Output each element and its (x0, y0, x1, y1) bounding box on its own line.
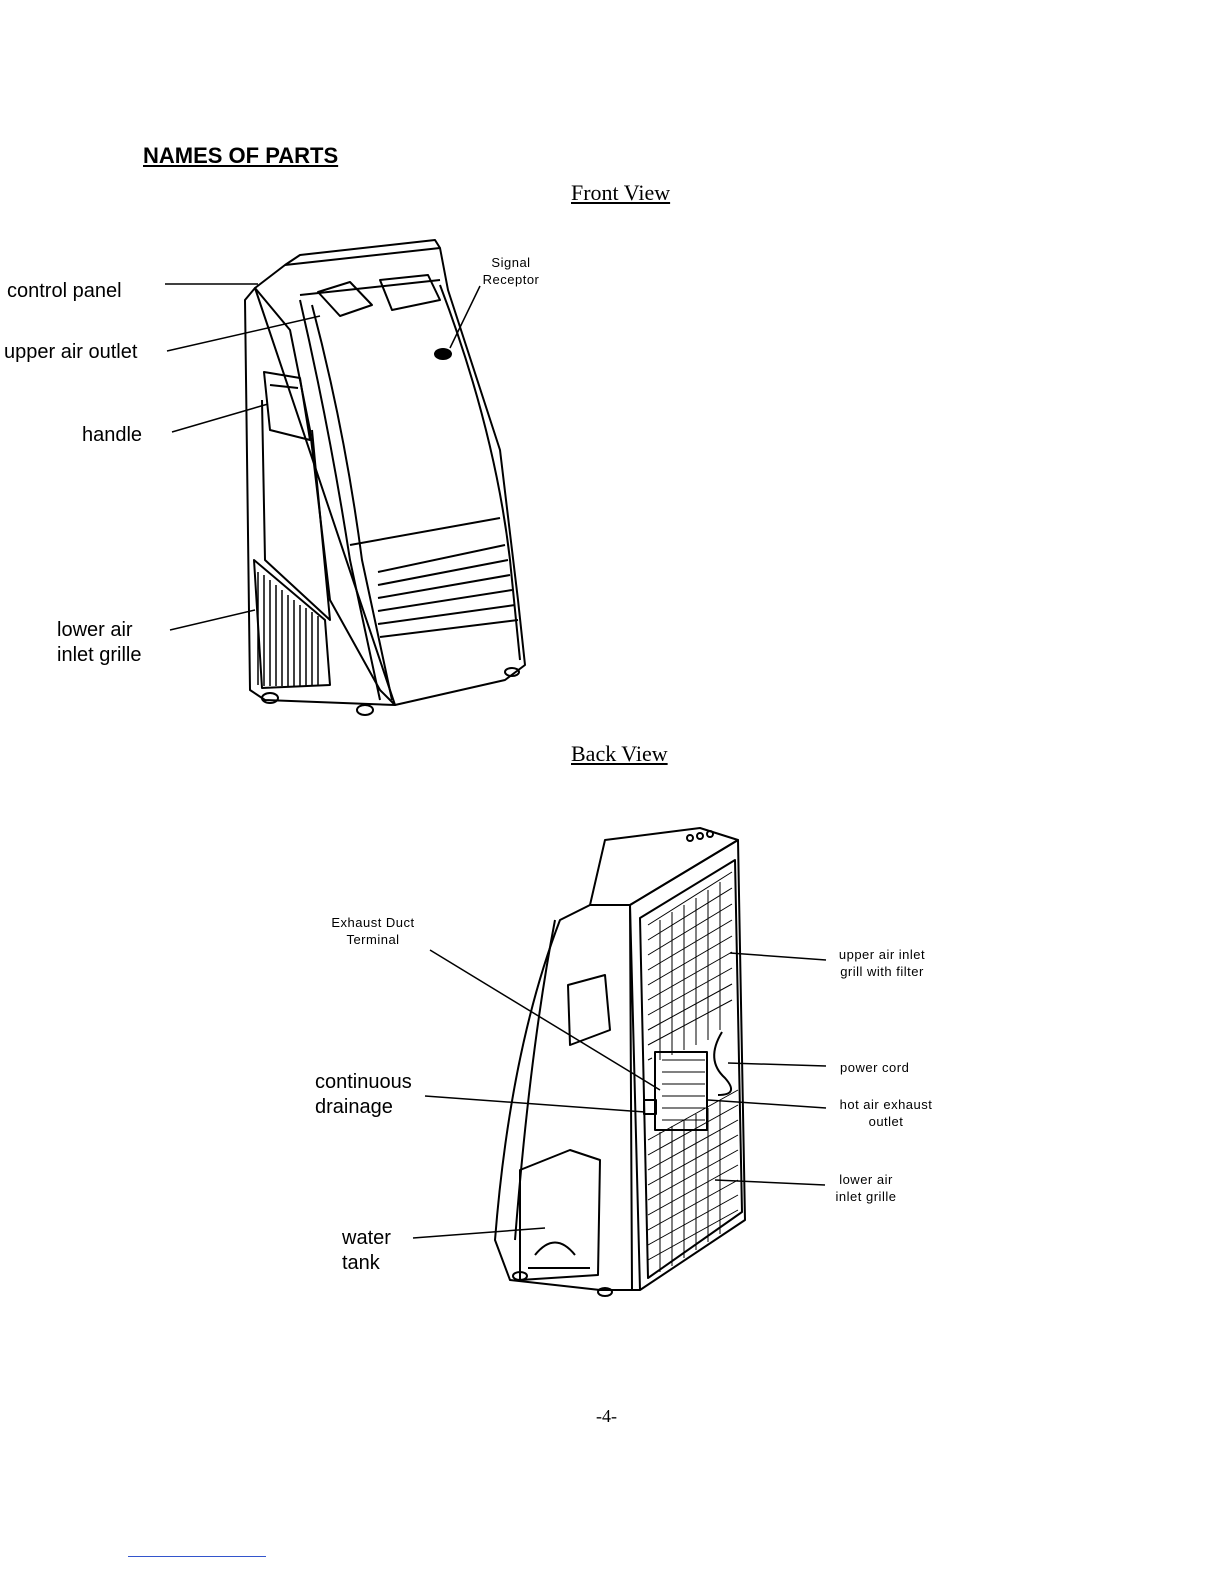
label-line: tank (342, 1251, 391, 1276)
label-line: water (342, 1226, 391, 1251)
label-upper-air-outlet: upper air outlet (4, 340, 137, 365)
label-line: inlet grille (57, 643, 141, 668)
label-control-panel: control panel (7, 279, 122, 304)
label-line: hot air exhaust (826, 1096, 946, 1113)
label-hot-air-exhaust-outlet: hot air exhaust outlet (826, 1096, 946, 1130)
label-exhaust-duct-terminal: Exhaust Duct Terminal (318, 914, 428, 948)
label-lower-air-inlet-front: lower air inlet grille (57, 618, 141, 668)
label-line: continuous (315, 1070, 412, 1095)
label-upper-air-inlet: upper air inlet grill with filter (826, 946, 938, 980)
label-line: outlet (826, 1113, 946, 1130)
label-line: upper air inlet (826, 946, 938, 963)
label-line: inlet grille (826, 1188, 906, 1205)
label-line: lower air (826, 1171, 906, 1188)
label-line: grill with filter (826, 963, 938, 980)
label-line: Receptor (478, 271, 544, 288)
label-lower-air-inlet-back: lower air inlet grille (826, 1171, 906, 1205)
label-line: drainage (315, 1095, 412, 1120)
label-power-cord: power cord (840, 1059, 909, 1076)
label-line: lower air (57, 618, 141, 643)
label-signal-receptor: Signal Receptor (478, 254, 544, 288)
label-line: Signal (478, 254, 544, 271)
label-line: Exhaust Duct (318, 914, 428, 931)
label-handle: handle (82, 423, 142, 448)
label-continuous-drainage: continuous drainage (315, 1070, 412, 1120)
label-water-tank: water tank (342, 1226, 391, 1276)
label-line: Terminal (318, 931, 428, 948)
footer-rule (128, 1556, 266, 1557)
page-number: -4- (596, 1406, 617, 1427)
